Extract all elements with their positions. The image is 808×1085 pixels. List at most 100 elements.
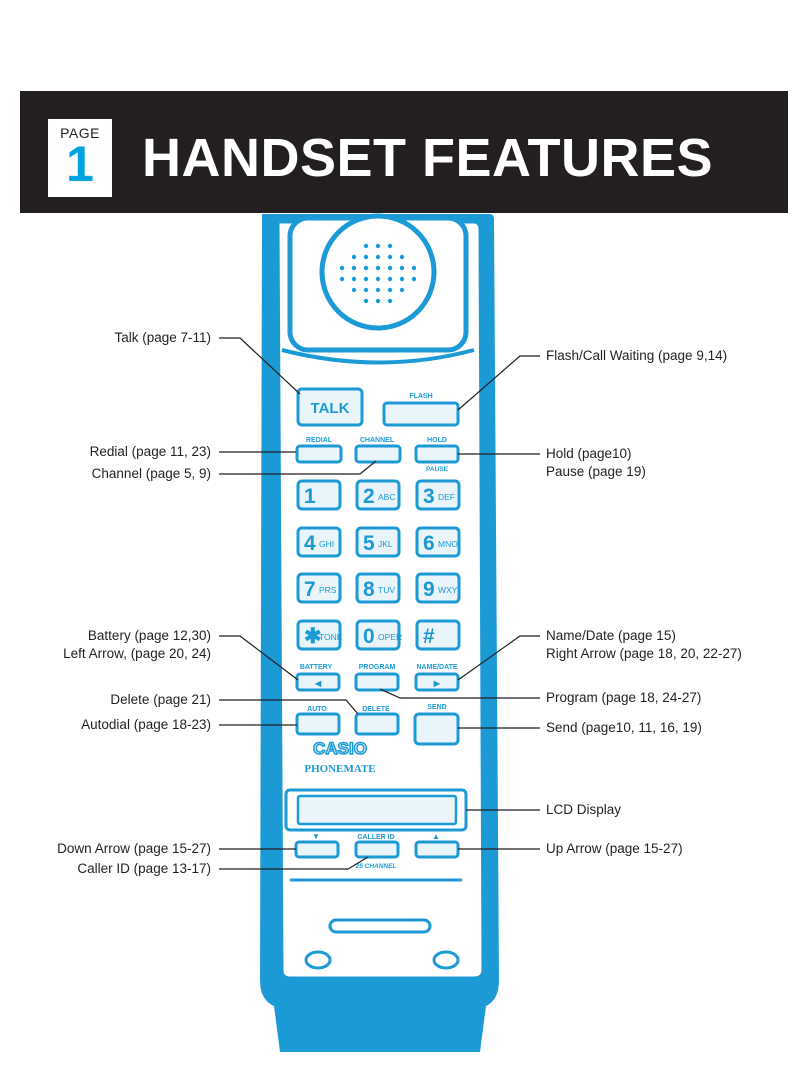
speaker-hole bbox=[387, 243, 393, 249]
key-digit: 6 bbox=[423, 532, 435, 555]
speaker-hole bbox=[411, 265, 417, 271]
callout-lines bbox=[219, 337, 540, 870]
auto-button[interactable] bbox=[295, 712, 341, 736]
speaker-grille bbox=[319, 213, 437, 331]
key-letters: ABC bbox=[378, 492, 395, 502]
key-cap[interactable] bbox=[355, 619, 401, 651]
key-cap[interactable] bbox=[355, 526, 401, 558]
speaker-hole bbox=[363, 276, 369, 282]
callout-flash: Flash/Call Waiting (page 9,14) bbox=[546, 348, 728, 363]
key-cap[interactable] bbox=[415, 479, 461, 511]
speaker-hole bbox=[399, 254, 405, 260]
callout-name-date: Name/Date (page 15) bbox=[546, 628, 676, 643]
callout-redial: Redial (page 11, 23) bbox=[89, 444, 211, 459]
name-date-button[interactable] bbox=[414, 672, 460, 692]
callout-delete: Delete (page 21) bbox=[110, 692, 211, 707]
callout-up-arrow: Up Arrow (page 15-27) bbox=[546, 841, 683, 856]
speaker-hole bbox=[375, 265, 381, 271]
channel-button[interactable] bbox=[354, 444, 402, 464]
speaker-hole bbox=[387, 254, 393, 260]
delete-button[interactable] bbox=[354, 712, 400, 736]
speaker-hole bbox=[411, 276, 417, 282]
flash-button[interactable] bbox=[382, 401, 460, 427]
battery-label: BATTERY bbox=[300, 664, 333, 671]
hold-label: HOLD bbox=[427, 437, 447, 444]
key-cap[interactable] bbox=[355, 479, 401, 511]
key-digit: ✱ bbox=[304, 625, 322, 648]
redial-label: REDIAL bbox=[306, 437, 333, 444]
speaker-hole bbox=[339, 276, 345, 282]
key-1[interactable]: 1 bbox=[296, 479, 342, 511]
redial-button[interactable] bbox=[295, 444, 343, 464]
down-arrow-icon: ▼ bbox=[312, 832, 320, 841]
left-arrow-icon: ◄ bbox=[313, 678, 324, 690]
speaker-hole bbox=[363, 265, 369, 271]
key-cap[interactable] bbox=[415, 572, 461, 604]
pause-label: PAUSE bbox=[426, 466, 449, 473]
panel-divider bbox=[281, 348, 475, 365]
speaker-hole bbox=[375, 298, 381, 304]
key-letters: WXY bbox=[438, 585, 458, 595]
callout-right-arrow: Right Arrow (page 18, 20, 22-27) bbox=[546, 646, 742, 661]
right-foot bbox=[432, 950, 460, 970]
key-letters: MNO bbox=[438, 539, 458, 549]
key-cap[interactable] bbox=[355, 572, 401, 604]
down-arrow-button[interactable] bbox=[294, 840, 340, 859]
auto-label: AUTO bbox=[307, 706, 327, 713]
key-digit: 5 bbox=[363, 532, 375, 555]
speaker-hole bbox=[375, 254, 381, 260]
caller-id-button[interactable] bbox=[354, 840, 400, 859]
key-cap[interactable] bbox=[415, 526, 461, 558]
key-letters: DEF bbox=[438, 492, 455, 502]
up-arrow-button[interactable] bbox=[414, 840, 460, 859]
speaker-hole bbox=[363, 298, 369, 304]
speaker-hole bbox=[375, 276, 381, 282]
speaker-hole bbox=[387, 298, 393, 304]
key-cap[interactable] bbox=[296, 479, 342, 511]
talk-button[interactable] bbox=[296, 387, 364, 427]
casio-logo: CASIO bbox=[313, 739, 367, 758]
key-digit: 8 bbox=[363, 578, 375, 601]
key-cap[interactable] bbox=[296, 572, 342, 604]
delete-label: DELETE bbox=[362, 706, 390, 713]
callout-talk: Talk (page 7-11) bbox=[114, 330, 211, 345]
key-cap[interactable] bbox=[296, 526, 342, 558]
callout-pause: Pause (page 19) bbox=[546, 464, 646, 479]
speaker-hole bbox=[399, 287, 405, 293]
battery-button[interactable] bbox=[295, 672, 341, 692]
send-button[interactable] bbox=[413, 712, 460, 746]
key-cap[interactable] bbox=[296, 619, 342, 651]
hold-button[interactable] bbox=[414, 444, 460, 464]
callout-left-arrow: Left Arrow, (page 20, 24) bbox=[63, 646, 211, 661]
callout-lcd: LCD Display bbox=[546, 802, 622, 817]
page-number: 1 bbox=[66, 136, 94, 192]
callout-channel: Channel (page 5, 9) bbox=[91, 466, 211, 481]
page-number-box: PAGE 1 bbox=[48, 119, 112, 197]
talk-button-label: TALK bbox=[311, 400, 350, 417]
speaker-hole bbox=[387, 287, 393, 293]
callout-program: Program (page 18, 24-27) bbox=[546, 690, 702, 705]
speaker-hole bbox=[387, 265, 393, 271]
up-arrow-icon: ▲ bbox=[432, 832, 440, 841]
key-digit: # bbox=[423, 625, 435, 648]
key-letters: JKL bbox=[378, 539, 393, 549]
callout-battery: Battery (page 12,30) bbox=[87, 628, 211, 643]
caller-id-label: CALLER ID bbox=[357, 834, 394, 841]
program-button[interactable] bbox=[354, 672, 400, 692]
page-label: PAGE bbox=[60, 125, 100, 141]
phonemate-logo: PHONEMATE bbox=[304, 763, 375, 775]
key-tone[interactable]: ✱TONE bbox=[296, 619, 343, 651]
key-cap[interactable] bbox=[415, 619, 461, 651]
key-#[interactable]: # bbox=[415, 619, 461, 651]
